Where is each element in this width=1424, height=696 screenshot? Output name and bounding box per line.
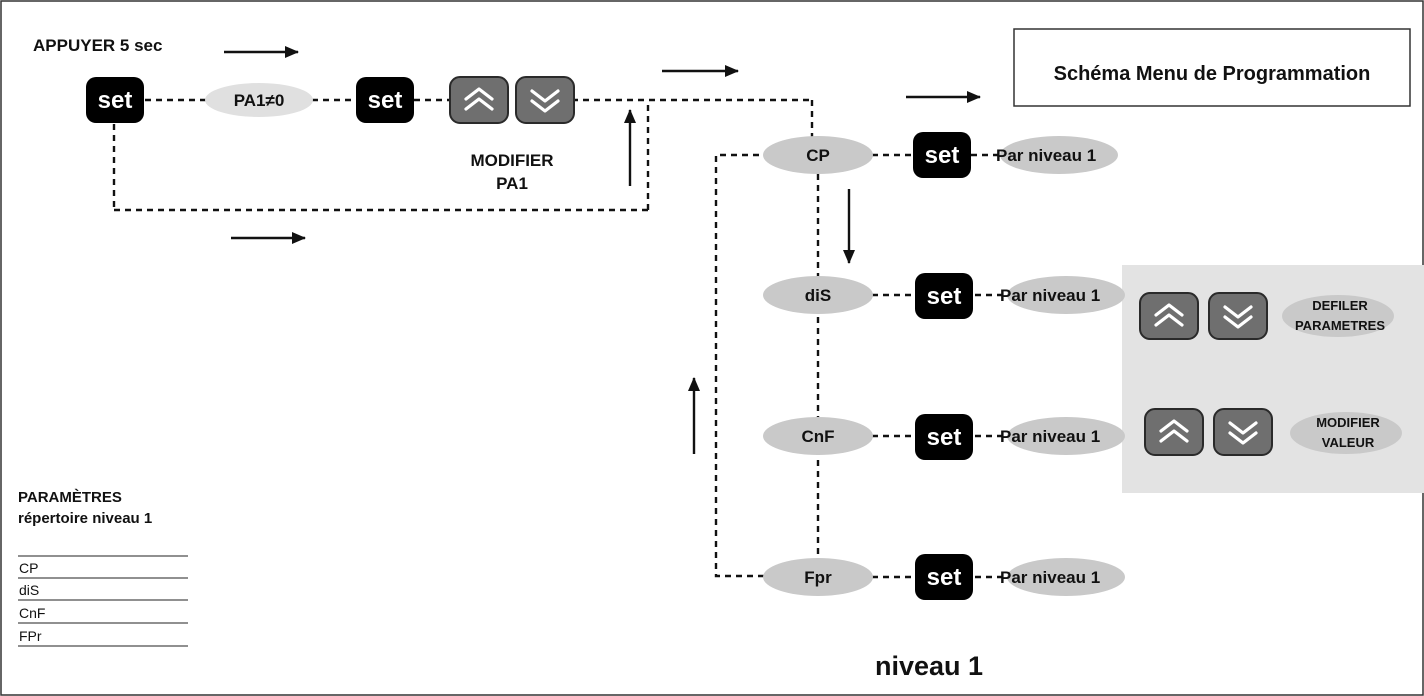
chevron-down-icon: [530, 89, 560, 103]
set-button-dis[interactable]: set: [915, 273, 973, 319]
menu-oval-fpr: [763, 558, 873, 596]
params-row: CnF: [19, 605, 45, 621]
scroll-oval: [1282, 295, 1394, 337]
target-cnf: Par niveau 1: [1000, 427, 1100, 446]
target-cp: Par niveau 1: [996, 146, 1096, 165]
params-row: CP: [19, 560, 38, 576]
svg-text:set: set: [98, 87, 133, 114]
params-title-line2: répertoire niveau 1: [18, 510, 152, 527]
target-oval-dis: [1007, 276, 1125, 314]
params-table: CP diS CnF FPr: [18, 555, 188, 647]
modify-pa1-line1: MODIFIER: [470, 151, 553, 170]
target-oval-cp: [1000, 136, 1118, 174]
menu-oval-cp: [763, 136, 873, 174]
svg-text:set: set: [368, 87, 403, 114]
down-button-value[interactable]: [1213, 408, 1273, 456]
target-dis: Par niveau 1: [1000, 286, 1100, 305]
chevron-down-icon: [1228, 421, 1258, 435]
params-title-line1: PARAMÈTRES: [18, 489, 122, 506]
top-flow-connectors: [112, 98, 814, 212]
row-connectors: [872, 153, 1008, 579]
flow-arrows: [224, 46, 981, 454]
menu-item-cp: CP: [806, 146, 830, 165]
chevron-up-icon: [1154, 303, 1184, 317]
pa1-oval-label: PA1≠0: [234, 91, 285, 110]
scroll-line1: DEFILER: [1312, 298, 1368, 313]
target-oval-fpr: [1007, 558, 1125, 596]
set-button-start[interactable]: set: [86, 77, 144, 123]
menu-item-cnf: CnF: [801, 427, 834, 446]
target-oval-cnf: [1007, 417, 1125, 455]
set-button-cp[interactable]: set: [913, 132, 971, 178]
chevron-up-icon: [464, 87, 494, 101]
down-button-scroll[interactable]: [1208, 292, 1268, 340]
up-button-value[interactable]: [1144, 408, 1204, 456]
diagram-title: Schéma Menu de Programmation: [1054, 63, 1371, 85]
set-button-fpr[interactable]: set: [915, 554, 973, 600]
chevron-down-icon: [1223, 305, 1253, 319]
press-label: APPUYER 5 sec: [33, 36, 162, 55]
loop-back-connector: [714, 153, 764, 578]
pa1-oval: [205, 83, 313, 117]
menu-oval-dis: [763, 276, 873, 314]
target-fpr: Par niveau 1: [1000, 568, 1100, 587]
svg-text:set: set: [925, 142, 960, 169]
menu-oval-cnf: [763, 417, 873, 455]
footer-level-label: niveau 1: [875, 651, 983, 681]
menu-item-fpr: Fpr: [804, 568, 832, 587]
modify-pa1-line2: PA1: [496, 174, 528, 193]
chevron-up-icon: [1159, 419, 1189, 433]
svg-text:set: set: [927, 564, 962, 591]
set-button-cnf[interactable]: set: [915, 414, 973, 460]
set-button-pa1[interactable]: set: [356, 77, 414, 123]
params-row: FPr: [19, 628, 42, 644]
svg-text:set: set: [927, 424, 962, 451]
value-line2: VALEUR: [1322, 435, 1375, 450]
params-row: diS: [19, 582, 39, 598]
svg-text:set: set: [927, 283, 962, 310]
menu-item-dis: diS: [805, 286, 831, 305]
title-box: [1013, 28, 1411, 107]
value-oval: [1290, 412, 1402, 454]
value-line1: MODIFIER: [1316, 415, 1380, 430]
down-button-top[interactable]: [515, 76, 575, 124]
up-button-scroll[interactable]: [1139, 292, 1199, 340]
up-button-top[interactable]: [449, 76, 509, 124]
scroll-line2: PARAMETRES: [1295, 318, 1385, 333]
